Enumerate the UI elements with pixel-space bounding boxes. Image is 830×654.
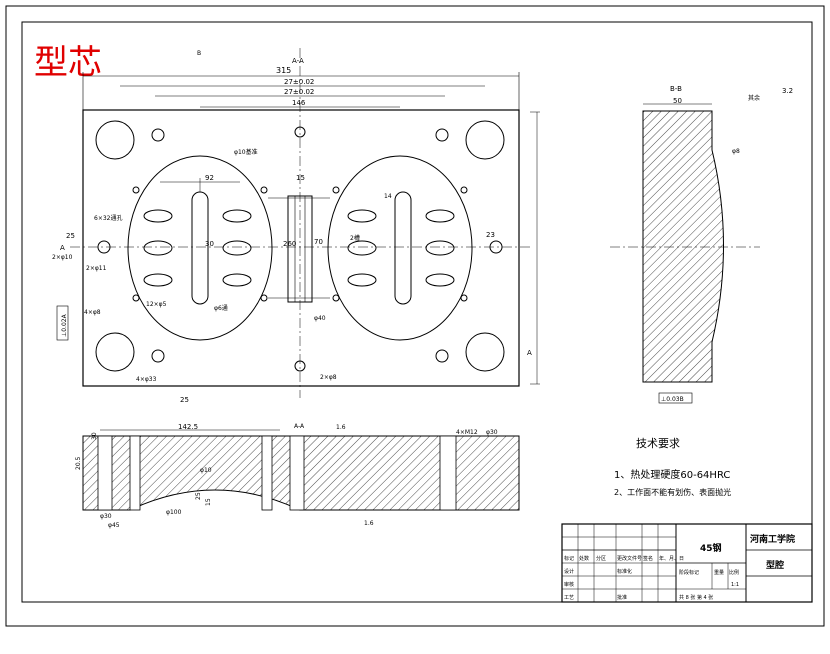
ra-25-bottom: 25 bbox=[180, 396, 189, 404]
tb-stage: 阶段标记 bbox=[679, 569, 699, 576]
dim-23: 23 bbox=[486, 231, 495, 239]
section-label-top: A-A bbox=[292, 57, 304, 65]
tb-review: 审核 bbox=[564, 581, 574, 588]
side-view: B-B 50 φ8 其余 3.2 ⊥0.03B bbox=[610, 85, 793, 404]
section-dim-phi30b: φ30 bbox=[486, 429, 498, 436]
tb-scale: 比例 bbox=[729, 569, 739, 576]
tb-part: 型腔 bbox=[766, 559, 784, 571]
note-phi10: φ10基准 bbox=[234, 148, 258, 156]
section-ra-16: 1.6 bbox=[336, 424, 346, 431]
dim-30: 30 bbox=[205, 240, 214, 248]
section-dim-phi100: φ100 bbox=[166, 509, 182, 516]
section-dim-25: 25 bbox=[195, 492, 202, 500]
section-dim-205: 20.5 bbox=[75, 456, 82, 470]
tb-row-label-5: 年、月、日 bbox=[659, 555, 684, 562]
note-4x33: 4×φ33 bbox=[136, 376, 157, 383]
tech-line-1: 1、热处理硬度60-64HRC bbox=[614, 468, 730, 481]
side-ra: 3.2 bbox=[782, 87, 793, 95]
tb-sheets: 共 8 张 第 4 张 bbox=[679, 594, 713, 601]
note-2x-slot: 2槽 bbox=[350, 234, 360, 242]
section-dim-30: 30 bbox=[91, 432, 98, 440]
section-view-label: A-A bbox=[294, 423, 305, 430]
section-mark-a: A bbox=[60, 244, 65, 252]
tb-school: 河南工学院 bbox=[750, 533, 795, 545]
side-note-phi8: φ8 bbox=[732, 148, 740, 155]
tb-row-label-1: 处数 bbox=[579, 555, 589, 562]
tb-row-label-2: 分区 bbox=[596, 555, 606, 562]
sheet-border-inner bbox=[21, 21, 813, 603]
sheet-border-outer bbox=[5, 5, 825, 627]
dim-146: 146 bbox=[292, 99, 306, 107]
dim-15: 15 bbox=[296, 174, 305, 182]
side-note-top: 其余 bbox=[748, 94, 760, 102]
datum-box-top: ⊥0.02A bbox=[61, 313, 68, 337]
section-dim-4xm12: 4×M12 bbox=[456, 429, 478, 436]
tb-row-label-0: 标记 bbox=[564, 555, 574, 562]
plate-outline bbox=[82, 109, 520, 387]
note-6x32: 6×32通孔 bbox=[94, 214, 122, 222]
dim-14: 14 bbox=[384, 193, 392, 200]
tb-material: 45钢 bbox=[700, 542, 722, 554]
tb-design: 设计 bbox=[564, 568, 574, 575]
tech-requirements: 技术要求 1、热处理硬度60-64HRC 2、工作面不能有划伤、表面抛光 bbox=[614, 437, 731, 497]
tb-row-label-3: 更改文件号 bbox=[617, 555, 642, 562]
tb-process: 工艺 bbox=[564, 595, 574, 601]
note-2x11: 2×φ11 bbox=[86, 265, 107, 272]
top-view: 315 A-A 27±0.02 27±0.02 146 B bbox=[52, 48, 540, 404]
note-12x5: 12×φ5 bbox=[146, 301, 167, 308]
note-2x10: 2×φ10 bbox=[52, 254, 73, 261]
section-view: A-A 142.5 30 20.5 φ30 φ45 φ100 φ10 25 15… bbox=[75, 423, 520, 529]
side-view-title: B-B bbox=[670, 85, 682, 93]
tech-title: 技术要求 bbox=[636, 437, 680, 450]
b-label-top: B bbox=[197, 50, 201, 57]
tb-weight: 重量 bbox=[714, 569, 724, 576]
stamp-text: 型芯 bbox=[34, 43, 102, 83]
dim-260: 260 bbox=[283, 240, 296, 248]
note-4x8: 4×φ8 bbox=[84, 309, 101, 316]
section-dim-15: 15 bbox=[205, 498, 212, 506]
side-dim-50: 50 bbox=[673, 97, 682, 105]
tb-scale-value: 1:1 bbox=[731, 582, 739, 588]
tech-line-2: 2、工作面不能有划伤、表面抛光 bbox=[614, 487, 731, 497]
note-phi6: φ6通 bbox=[214, 304, 228, 312]
tb-standard: 标准化 bbox=[617, 568, 632, 575]
tb-row-label-4: 签名 bbox=[643, 555, 653, 562]
note-2x8: 2×φ8 bbox=[320, 374, 337, 381]
section-ra-16b: 1.6 bbox=[364, 520, 374, 527]
tb-approve: 批准 bbox=[617, 594, 627, 601]
dim-27b: 27±0.02 bbox=[284, 88, 314, 96]
title-block: 标记 处数 分区 更改文件号 签名 年、月、日 设计 标准化 工艺 审核 批准 … bbox=[561, 523, 813, 603]
section-dim-phi10: φ10 bbox=[200, 467, 212, 474]
dim-70: 70 bbox=[314, 238, 323, 246]
dim-overall: 315 bbox=[276, 66, 291, 75]
section-dim-phi30: φ30 bbox=[100, 513, 112, 520]
section-mark-a-right: A bbox=[527, 349, 532, 357]
dim-40: φ40 bbox=[314, 315, 326, 322]
ra-25: 25 bbox=[66, 232, 75, 240]
section-dim-1425: 142.5 bbox=[178, 423, 198, 431]
dim-92: 92 bbox=[205, 174, 214, 182]
side-datum-box: ⊥0.03B bbox=[661, 396, 684, 403]
dim-27a: 27±0.02 bbox=[284, 78, 314, 86]
section-dim-phi45: φ45 bbox=[108, 522, 120, 529]
